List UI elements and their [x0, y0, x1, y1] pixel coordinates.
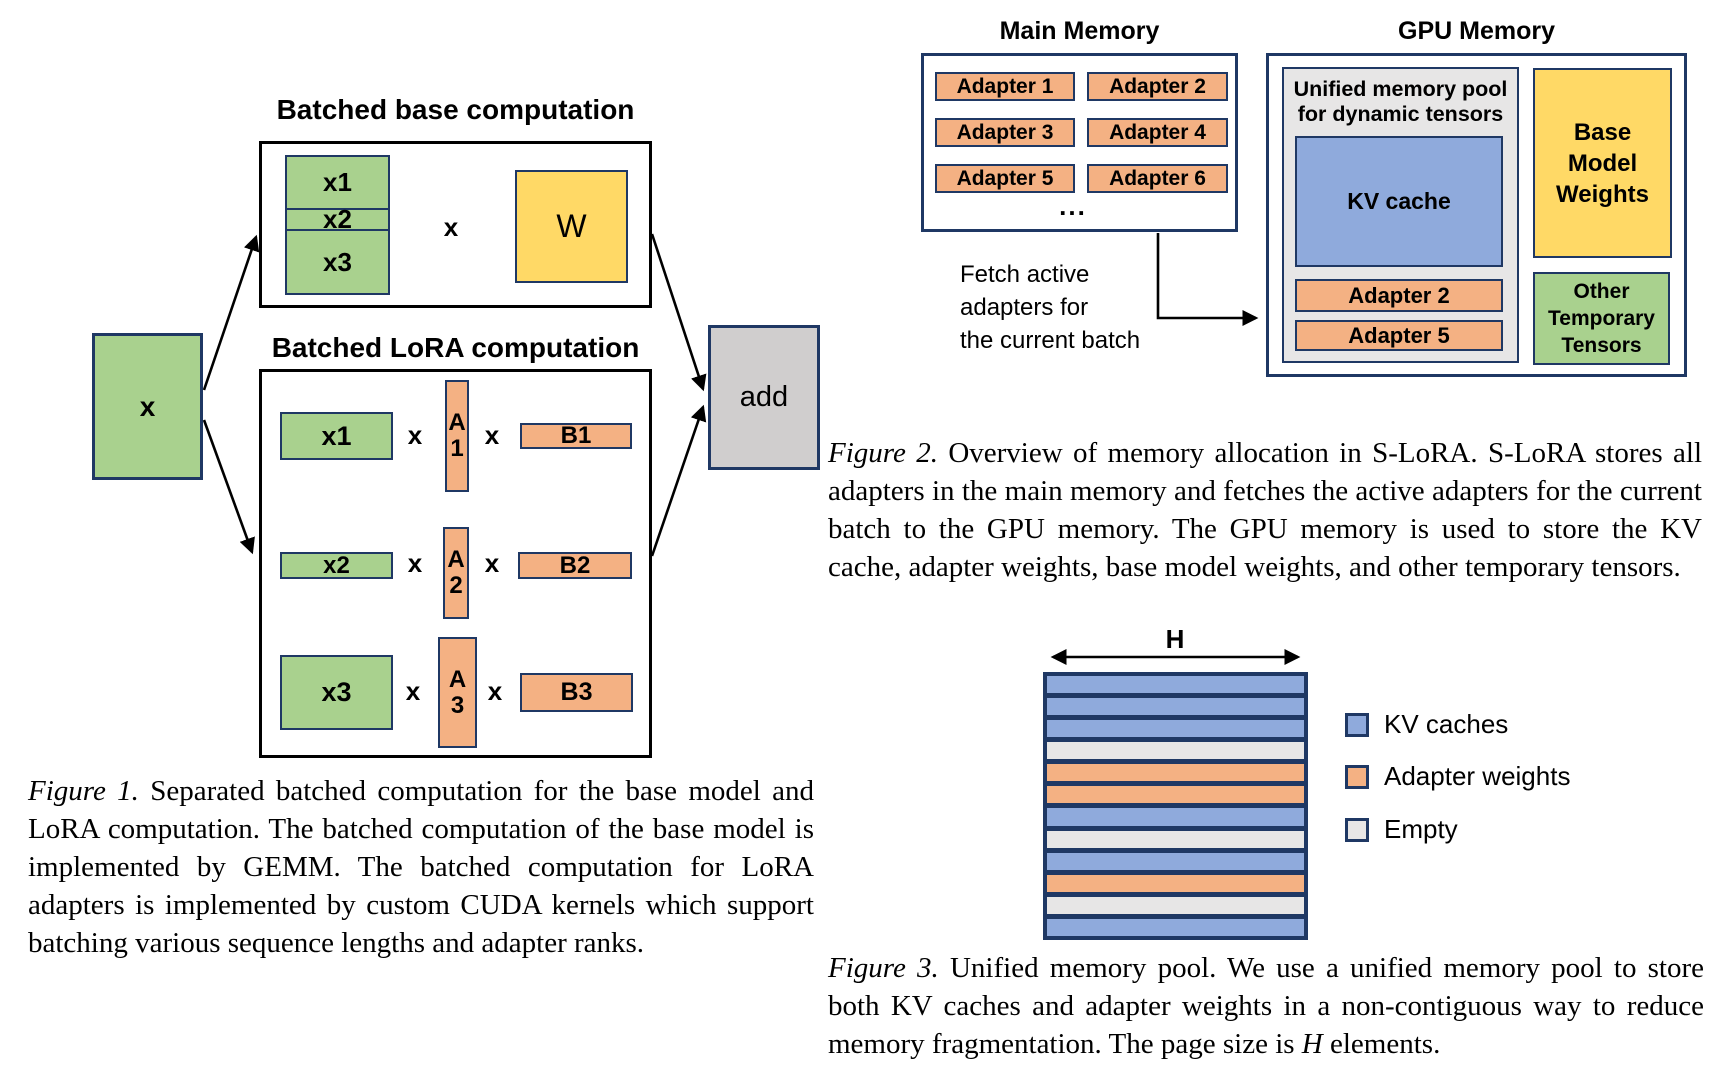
fetch-note-line: Fetch active [960, 261, 1090, 288]
legend-label: Empty [1384, 814, 1458, 844]
arrow-lora-to-add [650, 404, 707, 557]
multiply-sign: x [407, 420, 423, 450]
gpu-memory-title: GPU Memory [1398, 17, 1555, 45]
lora-b-box: B3 [520, 673, 633, 712]
pool-stripe-adapter [1047, 764, 1304, 782]
pool-stripe-kv [1047, 918, 1304, 936]
a-index: 2 [449, 572, 463, 599]
figure-1-caption: Figure 1. Separated batched computation … [28, 772, 814, 962]
pool-stripe-adapter [1047, 786, 1304, 804]
lora-x-box: x3 [280, 655, 393, 730]
arrow-base-to-add [650, 233, 707, 392]
adapter-cell: Adapter 6 [1087, 164, 1228, 193]
h-width-label: H [1165, 624, 1185, 654]
weight-matrix-box: W [515, 170, 628, 283]
pool-stripe-kv [1047, 720, 1304, 738]
multiply-sign: x [407, 548, 423, 578]
adapter-weights-swatch [1345, 764, 1369, 789]
multiply-sign: x [405, 676, 421, 706]
kv-caches-swatch [1345, 712, 1369, 737]
figure-caption-tag: Figure 2. [828, 437, 938, 469]
pool-title-line: Unified memory pool [1293, 77, 1508, 101]
pool-stripe-kv [1047, 808, 1304, 826]
lora-b-box: B2 [518, 552, 632, 579]
lora-x-box: x2 [280, 552, 393, 579]
pool-stripe-empty [1047, 830, 1304, 848]
main-memory-title: Main Memory [999, 17, 1160, 45]
legend-item: Adapter weights [1345, 761, 1570, 792]
lora-computation-title: Batched LoRA computation [271, 332, 640, 363]
pool-stripe-kv [1047, 698, 1304, 716]
figure-3-caption: Figure 3. Unified memory pool. We use a … [828, 949, 1704, 1063]
adapter-cell: Adapter 4 [1087, 118, 1228, 147]
bmw-line: Weights [1556, 180, 1649, 208]
figure-caption-text: Unified memory pool. We use a unified me… [828, 952, 1705, 1060]
arrow-x-to-base [202, 234, 260, 391]
ott-line: Temporary [1548, 307, 1655, 330]
loaded-adapter-cell: Adapter 5 [1295, 320, 1503, 351]
a-index: 1 [450, 435, 464, 462]
pool-stripe-kv [1047, 852, 1304, 870]
kv-cache-box: KV cache [1295, 136, 1503, 267]
lora-b-box: B1 [520, 422, 632, 449]
fetch-note-line: the current batch [960, 327, 1141, 354]
legend-label: KV caches [1384, 709, 1509, 739]
ellipsis: ... [1059, 191, 1087, 221]
input-stack: x1 x2 x3 [285, 155, 390, 295]
figure-caption-tag: Figure 3. [828, 952, 939, 984]
figure-caption-text: Overview of memory allocation in S-LoRA.… [828, 437, 1702, 583]
adapter-cell: Adapter 1 [935, 72, 1075, 101]
bmw-line: Model [1567, 149, 1638, 177]
stack-segment-x3: x3 [285, 229, 390, 295]
lora-a-box: A 2 [443, 527, 469, 619]
pool-stripe-empty [1047, 896, 1304, 914]
arrow-x-to-lora [202, 419, 255, 555]
adapter-cell: Adapter 5 [935, 164, 1075, 193]
ott-line: Other [1573, 280, 1630, 303]
figure-caption-tag: Figure 1. [28, 775, 139, 807]
stack-segment-x2: x2 [285, 204, 390, 234]
figure-2-caption: Figure 2. Overview of memory allocation … [828, 434, 1702, 586]
bmw-line: Base [1573, 118, 1632, 146]
memory-pool-stripes [1043, 672, 1308, 940]
lora-a-box: A 3 [438, 637, 477, 748]
legend-item: Empty [1345, 814, 1458, 845]
a-letter: A [447, 546, 465, 573]
a-letter: A [448, 409, 466, 436]
loaded-adapter-cell: Adapter 2 [1295, 279, 1503, 312]
pool-stripe-adapter [1047, 874, 1304, 892]
other-temporary-tensors-box: Other Temporary Tensors [1533, 272, 1670, 365]
figure-caption-math: H [1301, 1028, 1323, 1060]
add-box: add [708, 325, 820, 470]
fetch-note: Fetch active adapters for the current ba… [960, 258, 1140, 357]
input-x-box: x [92, 333, 203, 480]
adapter-cell: Adapter 3 [935, 118, 1075, 147]
pool-stripe-kv [1047, 676, 1304, 694]
multiply-sign: x [484, 420, 500, 450]
multiply-sign: x [443, 212, 459, 242]
pool-title: Unified memory pool for dynamic tensors [1294, 77, 1508, 127]
base-computation-title: Batched base computation [276, 94, 635, 125]
figure-caption-text: Separated batched computation for the ba… [28, 775, 814, 959]
empty-swatch [1345, 817, 1369, 842]
fetch-note-line: adapters for [960, 294, 1089, 321]
a-letter: A [448, 665, 467, 693]
legend-item: KV caches [1345, 709, 1508, 740]
a-index: 3 [450, 691, 465, 719]
lora-x-box: x1 [280, 412, 393, 460]
multiply-sign: x [487, 676, 503, 706]
main-adapter-grid: Adapter 1 Adapter 2 Adapter 3 Adapter 4 … [935, 72, 1228, 193]
adapter-cell: Adapter 2 [1087, 72, 1228, 101]
legend-label: Adapter weights [1384, 761, 1571, 791]
arrow-fetch-adapters [1156, 233, 1259, 327]
multiply-sign: x [484, 548, 500, 578]
ott-line: Tensors [1561, 334, 1642, 357]
pool-stripe-empty [1047, 742, 1304, 760]
lora-a-box: A 1 [445, 380, 469, 492]
stack-segment-x1: x1 [285, 155, 390, 210]
figure-caption-text: elements. [1322, 1028, 1441, 1060]
pool-title-line: for dynamic tensors [1297, 102, 1504, 126]
base-model-weights-box: Base Model Weights [1533, 68, 1672, 258]
